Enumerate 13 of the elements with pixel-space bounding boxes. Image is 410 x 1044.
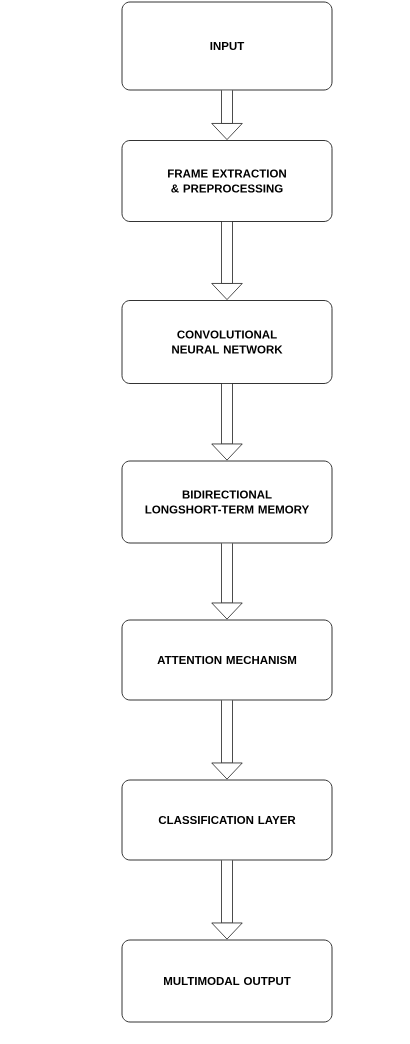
arrow — [211, 221, 243, 300]
process-box: CLASSIFICATION LAYER — [121, 779, 333, 861]
arrow — [211, 383, 243, 461]
process-box: ATTENTION MECHANISM — [121, 619, 333, 701]
process-box: MULTIMODAL OUTPUT — [121, 939, 333, 1023]
arrow — [211, 860, 243, 940]
arrow — [211, 700, 243, 780]
arrow — [211, 90, 243, 140]
process-box: FRAME EXTRACTION & PREPROCESSING — [121, 140, 333, 222]
process-box: INPUT — [121, 1, 333, 91]
arrow — [211, 543, 243, 620]
process-box: BIDIRECTIONAL LONGSHORT-TERM MEMORY — [121, 460, 333, 544]
process-box: CONVOLUTIONAL NEURAL NETWORK — [121, 300, 333, 384]
